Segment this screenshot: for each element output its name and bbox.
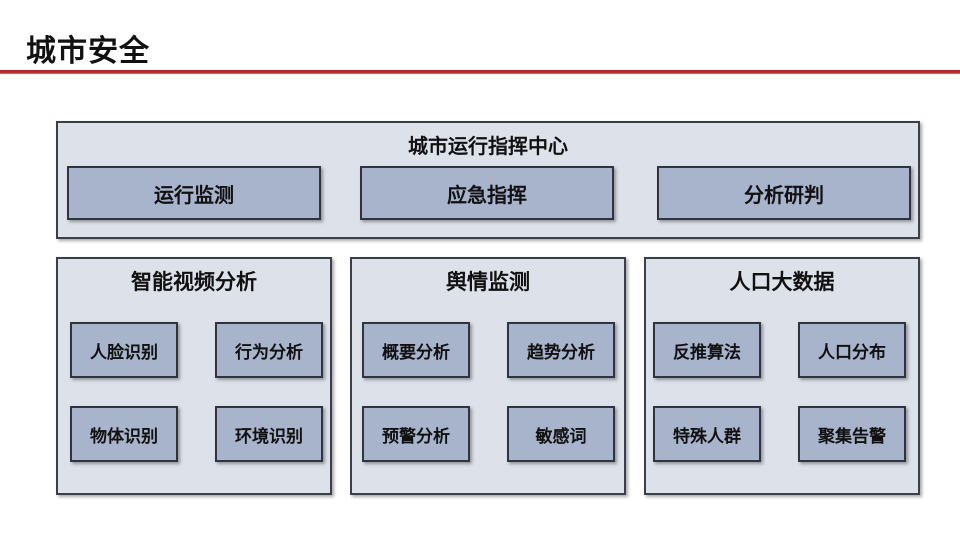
node-sensitive-words: 敏感词 xyxy=(507,406,615,462)
node-object-recognition: 物体识别 xyxy=(70,406,178,462)
title-underline xyxy=(0,70,960,74)
group-title: 舆情监测 xyxy=(446,270,530,294)
group-title: 智能视频分析 xyxy=(131,270,257,294)
node-warning-analysis: 预警分析 xyxy=(362,406,470,462)
node-behavior-analysis: 行为分析 xyxy=(215,322,323,378)
group-panel-public-opinion: 舆情监测 概要分析 趋势分析 预警分析 敏感词 xyxy=(350,257,626,495)
node-environment-recognition: 环境识别 xyxy=(215,406,323,462)
group-panel-population-data: 人口大数据 反推算法 人口分布 特殊人群 聚集告警 xyxy=(644,257,920,495)
node-emergency-command: 应急指挥 xyxy=(360,166,614,220)
node-analysis-judgment: 分析研判 xyxy=(657,166,911,220)
page-title: 城市安全 xyxy=(26,34,150,69)
node-trend-analysis: 趋势分析 xyxy=(507,322,615,378)
node-overview-analysis: 概要分析 xyxy=(362,322,470,378)
group-panel-video-analysis: 智能视频分析 人脸识别 行为分析 物体识别 环境识别 xyxy=(56,257,332,495)
group-title: 人口大数据 xyxy=(729,270,835,294)
node-operation-monitoring: 运行监测 xyxy=(67,166,321,220)
command-center-panel: 城市运行指挥中心 运行监测 应急指挥 分析研判 xyxy=(56,121,920,239)
node-gathering-alert: 聚集告警 xyxy=(798,406,906,462)
command-center-title: 城市运行指挥中心 xyxy=(408,134,568,158)
node-face-recognition: 人脸识别 xyxy=(70,322,178,378)
node-special-groups: 特殊人群 xyxy=(653,406,761,462)
node-reverse-inference: 反推算法 xyxy=(653,322,761,378)
node-population-distribution: 人口分布 xyxy=(798,322,906,378)
